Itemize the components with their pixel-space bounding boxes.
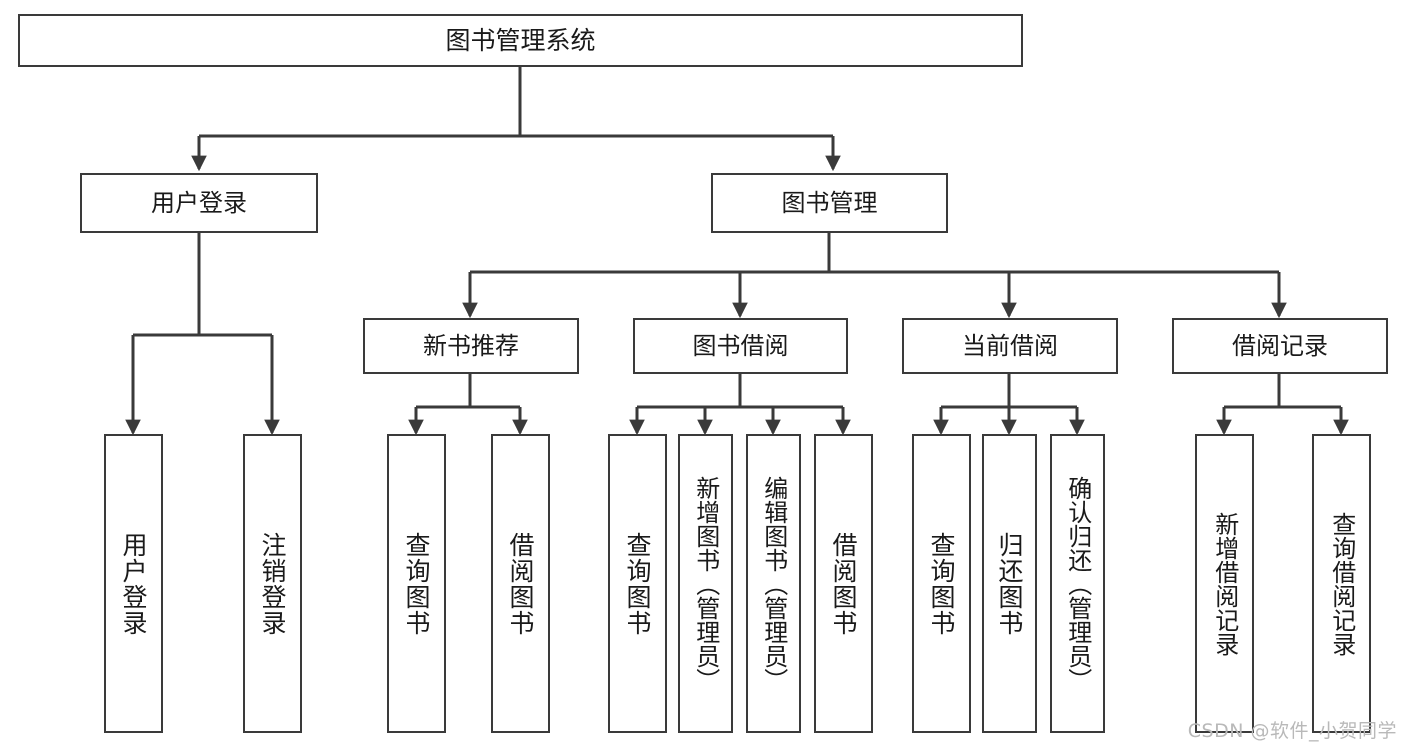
- leaf-current-query-book[interactable]: 查询图书: [912, 434, 971, 733]
- node-label: 用户登录: [151, 188, 247, 217]
- node-label: 查询图书: [402, 531, 431, 636]
- node-label: 编辑图书（管理员）: [759, 475, 788, 692]
- node-label: 借阅图书: [506, 531, 535, 636]
- leaf-borrow-edit-book-admin[interactable]: 编辑图书（管理员）: [746, 434, 801, 733]
- leaf-record-add-record[interactable]: 新增借阅记录: [1195, 434, 1254, 733]
- leaf-borrow-add-book-admin[interactable]: 新增图书（管理员）: [678, 434, 733, 733]
- node-label: 借阅记录: [1232, 331, 1328, 360]
- node-label: 查询图书: [623, 531, 652, 636]
- watermark-text: CSDN @软件_小贺同学: [1187, 720, 1397, 742]
- node-label: 新书推荐: [423, 331, 519, 360]
- leaf-user-login-login[interactable]: 用户登录: [104, 434, 163, 733]
- node-label: 查询图书: [927, 531, 956, 636]
- leaf-user-login-logout[interactable]: 注销登录: [243, 434, 302, 733]
- leaf-record-query-record[interactable]: 查询借阅记录: [1312, 434, 1371, 733]
- node-new-book-recommend[interactable]: 新书推荐: [363, 318, 579, 374]
- node-label: 新增图书（管理员）: [691, 475, 720, 692]
- node-label: 查询借阅记录: [1327, 511, 1356, 656]
- node-label: 借阅图书: [829, 531, 858, 636]
- leaf-current-confirm-return-admin[interactable]: 确认归还（管理员）: [1050, 434, 1105, 733]
- node-book-management[interactable]: 图书管理: [711, 173, 948, 233]
- node-root-system[interactable]: 图书管理系统: [18, 14, 1023, 67]
- node-current-borrow[interactable]: 当前借阅: [902, 318, 1118, 374]
- node-book-borrow[interactable]: 图书借阅: [633, 318, 848, 374]
- node-label: 用户登录: [119, 531, 148, 636]
- leaf-borrow-borrow-book[interactable]: 借阅图书: [814, 434, 873, 733]
- node-label: 新增借阅记录: [1210, 511, 1239, 656]
- node-label: 图书管理系统: [445, 25, 596, 55]
- node-label: 注销登录: [258, 531, 287, 636]
- node-label: 图书借阅: [692, 331, 789, 360]
- leaf-borrow-query-book[interactable]: 查询图书: [608, 434, 667, 733]
- node-label: 归还图书: [995, 531, 1024, 636]
- leaf-current-return-book[interactable]: 归还图书: [982, 434, 1037, 733]
- node-label: 图书管理: [781, 188, 878, 217]
- node-label: 确认归还（管理员）: [1063, 475, 1092, 692]
- node-label: 当前借阅: [962, 331, 1058, 360]
- node-borrow-record[interactable]: 借阅记录: [1172, 318, 1388, 374]
- node-user-login[interactable]: 用户登录: [80, 173, 318, 233]
- leaf-recommend-borrow-book[interactable]: 借阅图书: [491, 434, 550, 733]
- leaf-recommend-query-book[interactable]: 查询图书: [387, 434, 446, 733]
